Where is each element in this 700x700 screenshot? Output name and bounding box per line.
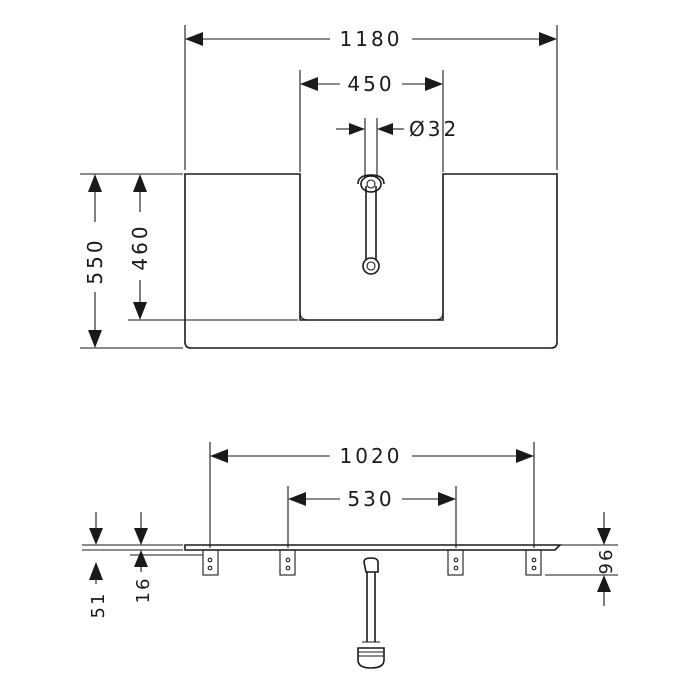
basin-depth-label: 460 — [128, 223, 152, 270]
basin-inner-corners — [299, 311, 444, 321]
dim-basin-depth: 460 — [128, 174, 298, 321]
bracket-4 — [525, 549, 542, 576]
top-thickness-label: 16 — [133, 577, 154, 604]
bracket-2 — [279, 549, 296, 576]
countertop-slab — [184, 544, 562, 551]
washbasin-outline — [184, 173, 558, 349]
overall-width-label: 1180 — [340, 27, 403, 51]
overall-depth-label: 550 — [83, 237, 107, 284]
drain-pipe-side — [357, 557, 385, 669]
inner-bracket-span-label: 530 — [347, 487, 394, 511]
dim-top-thickness: 16 — [133, 512, 154, 603]
dim-bracket-height: 96 — [545, 512, 618, 606]
bracket-3 — [447, 549, 464, 576]
dim-basin-width: 450 — [299, 70, 444, 172]
dim-inner-bracket-span: 530 — [287, 486, 457, 548]
top-view: 1180 450 Ø32 — [80, 25, 558, 349]
bracket-span-label: 1020 — [340, 444, 403, 468]
bracket-height-label: 96 — [596, 548, 617, 575]
basin-width-label: 450 — [347, 72, 394, 96]
pipe-diameter-label: Ø32 — [409, 117, 459, 141]
dim-bracket-span: 1020 — [209, 442, 535, 548]
dim-pipe-diameter: Ø32 — [336, 117, 459, 178]
dim-overall-width: 1180 — [184, 25, 558, 170]
overall-height-label: 51 — [88, 592, 109, 619]
bracket-1 — [202, 549, 219, 576]
dim-overall-height: 51 — [88, 512, 109, 618]
drain-pipe-top — [357, 174, 385, 275]
dim-overall-depth: 550 — [80, 173, 183, 349]
side-view: 1020 530 51 16 — [82, 442, 618, 669]
